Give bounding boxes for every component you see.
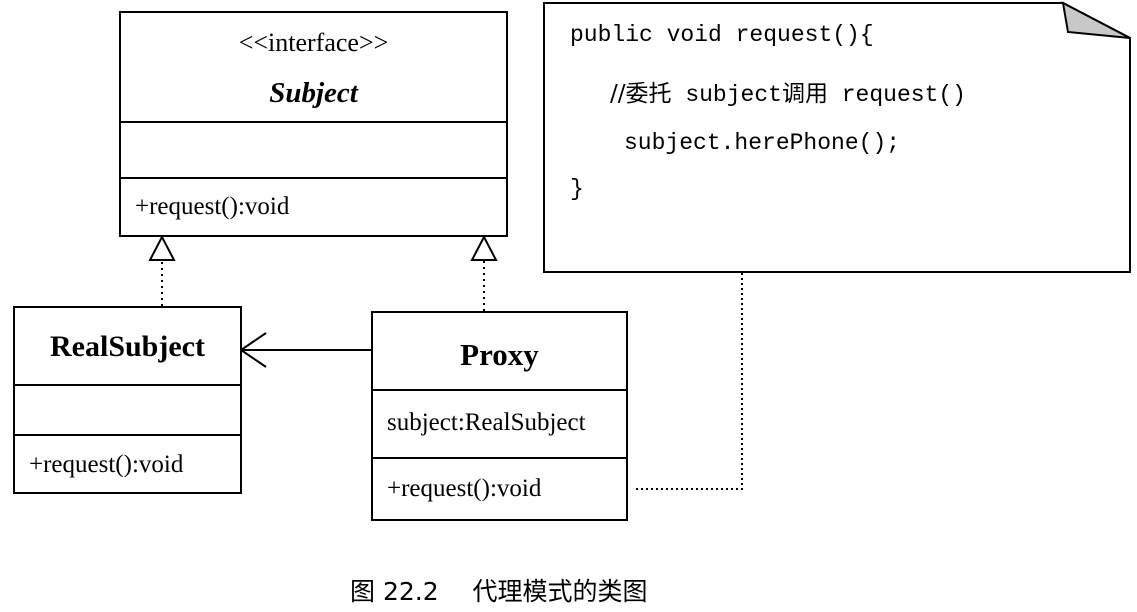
realization-arrowhead-right [470,234,498,261]
figure-title: 代理模式的类图 [472,577,648,606]
note-shape [543,1,1131,273]
note-comment-call: 调用 [781,81,828,107]
figure-number: 图 22.2 [350,577,439,606]
realsubject-method: +request():void [29,451,184,478]
realsubject-class-name: RealSubject [50,330,205,363]
realization-realsubject-subject [148,234,176,306]
note-comment-delegate: //委托 [610,81,672,107]
subject-method: +request():void [135,193,290,220]
note-code-line-3: subject.herePhone(); [624,130,901,156]
realization-arrowhead-left [148,234,176,261]
realsubject-name-compartment: RealSubject [15,308,240,384]
note-comment-object: subject [685,82,782,108]
realsubject-class-box: RealSubject +request():void [13,306,242,494]
subject-name-compartment: <<interface>> Subject [121,13,506,121]
association-proxy-realsubject [239,332,372,368]
note-anchor-line [636,224,743,490]
proxy-class-box: Proxy subject:RealSubject +request():voi… [371,311,628,521]
note-comment-method: request() [841,82,966,108]
note-code-line-4: } [570,176,584,202]
subject-stereotype: <<interface>> [238,28,389,57]
proxy-attributes-compartment: subject:RealSubject [373,389,626,457]
note-code-line-1: public void request(){ [570,22,874,48]
proxy-attribute: subject:RealSubject [387,409,586,436]
proxy-class-name: Proxy [460,337,539,372]
realization-proxy-subject [470,234,498,311]
figure-caption: 图 22.2 代理模式的类图 [350,572,648,608]
proxy-methods-compartment: +request():void [373,457,626,521]
subject-attributes-compartment [121,121,506,177]
subject-class-box: <<interface>> Subject +request():void [119,11,508,237]
note-folded-corner [1061,1,1131,39]
realsubject-methods-compartment: +request():void [15,434,240,494]
note-code-line-2: //委托 subject调用 request() [610,74,966,108]
subject-methods-compartment: +request():void [121,177,506,237]
proxy-method: +request():void [387,475,542,502]
subject-class-name: Subject [269,77,358,109]
proxy-name-compartment: Proxy [373,313,626,389]
realsubject-attributes-compartment [15,384,240,434]
